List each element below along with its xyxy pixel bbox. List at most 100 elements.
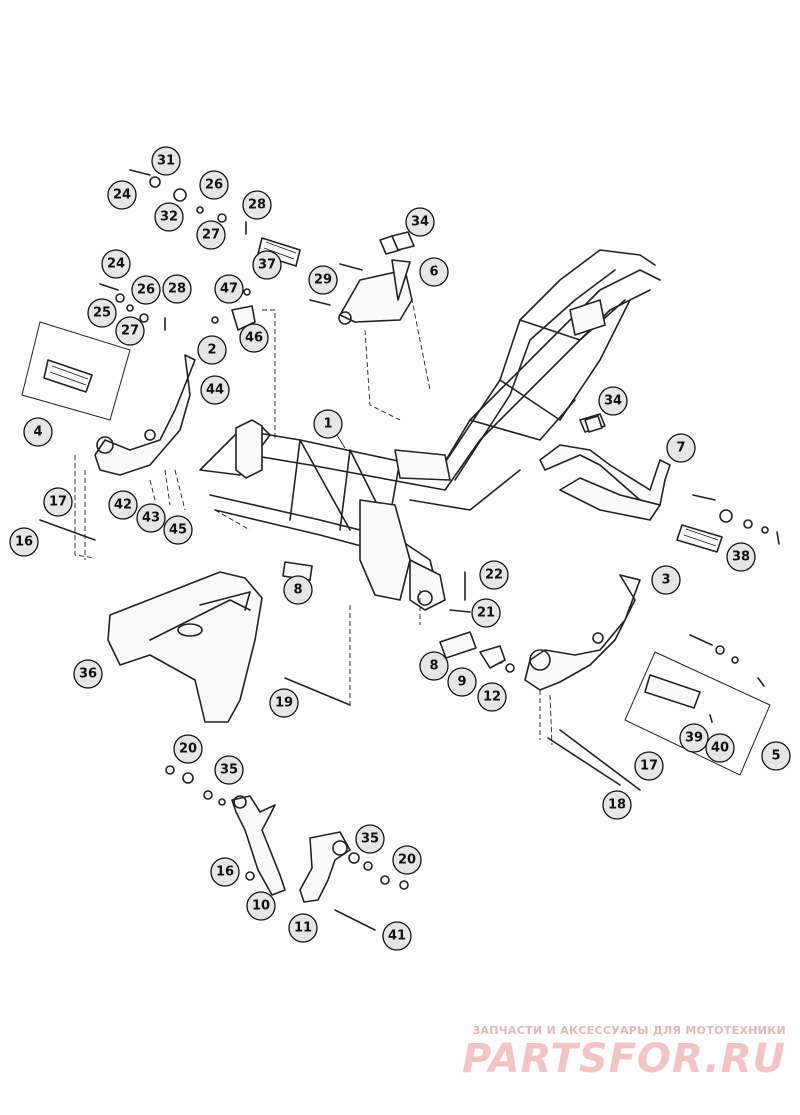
callout-circle xyxy=(479,560,509,590)
callout-27: 27 xyxy=(115,316,145,346)
callout-circle xyxy=(108,490,138,520)
group-box-5 xyxy=(624,651,771,776)
watermark-logo: PARTSFOR.RU xyxy=(461,1036,786,1082)
callout-label: 46 xyxy=(245,331,263,346)
callout-circle xyxy=(705,733,735,763)
callout-6: 6 xyxy=(419,257,449,287)
callout-circle xyxy=(199,170,229,200)
callout-circle xyxy=(9,527,39,557)
callout-label: 5 xyxy=(771,749,780,764)
callout-circle xyxy=(87,298,117,328)
callout-circle xyxy=(214,274,244,304)
callout-28: 28 xyxy=(242,190,272,220)
callout-label: 43 xyxy=(142,511,160,526)
callout-circle xyxy=(173,734,203,764)
callout-circle xyxy=(162,274,192,304)
callout-circle xyxy=(405,207,435,237)
callout-label: 39 xyxy=(685,731,703,746)
callout-circle xyxy=(419,651,449,681)
callout-circle xyxy=(246,891,276,921)
callout-circle xyxy=(131,275,161,305)
callout-label: 38 xyxy=(732,550,750,565)
callout-24: 24 xyxy=(101,249,131,279)
callout-label: 29 xyxy=(314,273,332,288)
callout-label: 3 xyxy=(661,573,670,588)
callout-label: 34 xyxy=(604,394,622,409)
callout-circle xyxy=(598,386,628,416)
callout-34: 34 xyxy=(598,386,628,416)
callout-24: 24 xyxy=(107,180,137,210)
group-box-4 xyxy=(21,321,131,421)
callout-20: 20 xyxy=(173,734,203,764)
callout-label: 9 xyxy=(457,675,466,690)
callout-label: 24 xyxy=(113,188,131,203)
callout-circle xyxy=(73,659,103,689)
linkage-11 xyxy=(299,831,351,903)
callout-7: 7 xyxy=(666,433,696,463)
callout-28: 28 xyxy=(162,274,192,304)
callout-label: 19 xyxy=(275,696,293,711)
callout-8: 8 xyxy=(419,651,449,681)
callout-2: 2 xyxy=(197,335,227,365)
watermark: ЗАПЧАСТИ И АКСЕССУАРЫ ДЛЯ МОТОТЕХНИКИ PA… xyxy=(462,1024,786,1081)
callout-circle xyxy=(242,190,272,220)
callout-22: 22 xyxy=(479,560,509,590)
callout-4: 4 xyxy=(23,417,53,447)
callout-34: 34 xyxy=(405,207,435,237)
callout-label: 28 xyxy=(248,198,266,213)
callout-circle xyxy=(602,790,632,820)
callout-20: 20 xyxy=(392,845,422,875)
callout-1: 1 xyxy=(313,409,343,439)
callout-circle xyxy=(471,598,501,628)
callout-label: 36 xyxy=(79,667,97,682)
footpeg-37 xyxy=(257,237,301,267)
linkage-10 xyxy=(231,795,286,896)
callout-17: 17 xyxy=(634,751,664,781)
callout-label: 20 xyxy=(179,742,197,757)
callout-circle xyxy=(239,323,269,353)
callout-42: 42 xyxy=(108,490,138,520)
callout-label: 10 xyxy=(252,899,270,914)
callout-21: 21 xyxy=(471,598,501,628)
callout-circle xyxy=(288,913,318,943)
callout-circle xyxy=(313,409,343,439)
callout-circle xyxy=(269,688,299,718)
callout-label: 41 xyxy=(388,929,406,944)
bracket-6 xyxy=(338,235,413,325)
callout-label: 34 xyxy=(411,215,429,230)
callout-label: 16 xyxy=(216,865,234,880)
callout-label: 26 xyxy=(205,178,223,193)
callout-circle xyxy=(382,921,412,951)
callout-label: 47 xyxy=(220,282,238,297)
callout-circle xyxy=(200,375,230,405)
callout-label: 18 xyxy=(608,798,626,813)
callout-circle xyxy=(666,433,696,463)
callout-label: 8 xyxy=(429,659,438,674)
callout-circle xyxy=(210,857,240,887)
callout-35: 35 xyxy=(355,824,385,854)
callout-label: 37 xyxy=(258,258,276,273)
callout-43: 43 xyxy=(136,503,166,533)
callout-47: 47 xyxy=(214,274,244,304)
callout-label: 12 xyxy=(483,690,501,705)
callout-circle xyxy=(214,755,244,785)
callout-circle xyxy=(101,249,131,279)
callout-31: 31 xyxy=(151,146,181,176)
callout-circle xyxy=(477,682,507,712)
callout-label: 17 xyxy=(49,495,67,510)
callout-circle xyxy=(726,542,756,572)
callout-label: 17 xyxy=(640,759,658,774)
footpeg-38 xyxy=(676,524,723,553)
skid-plate xyxy=(107,571,263,723)
callout-circle xyxy=(115,316,145,346)
callout-label: 28 xyxy=(168,282,186,297)
callout-35: 35 xyxy=(214,755,244,785)
callout-label: 27 xyxy=(202,228,220,243)
callout-circle xyxy=(154,202,184,232)
callout-label: 40 xyxy=(711,741,729,756)
right-footrest-bracket xyxy=(524,574,641,691)
callout-32: 32 xyxy=(154,202,184,232)
callout-label: 1 xyxy=(323,417,332,432)
callout-label: 31 xyxy=(157,154,175,169)
callout-label: 7 xyxy=(676,441,685,456)
